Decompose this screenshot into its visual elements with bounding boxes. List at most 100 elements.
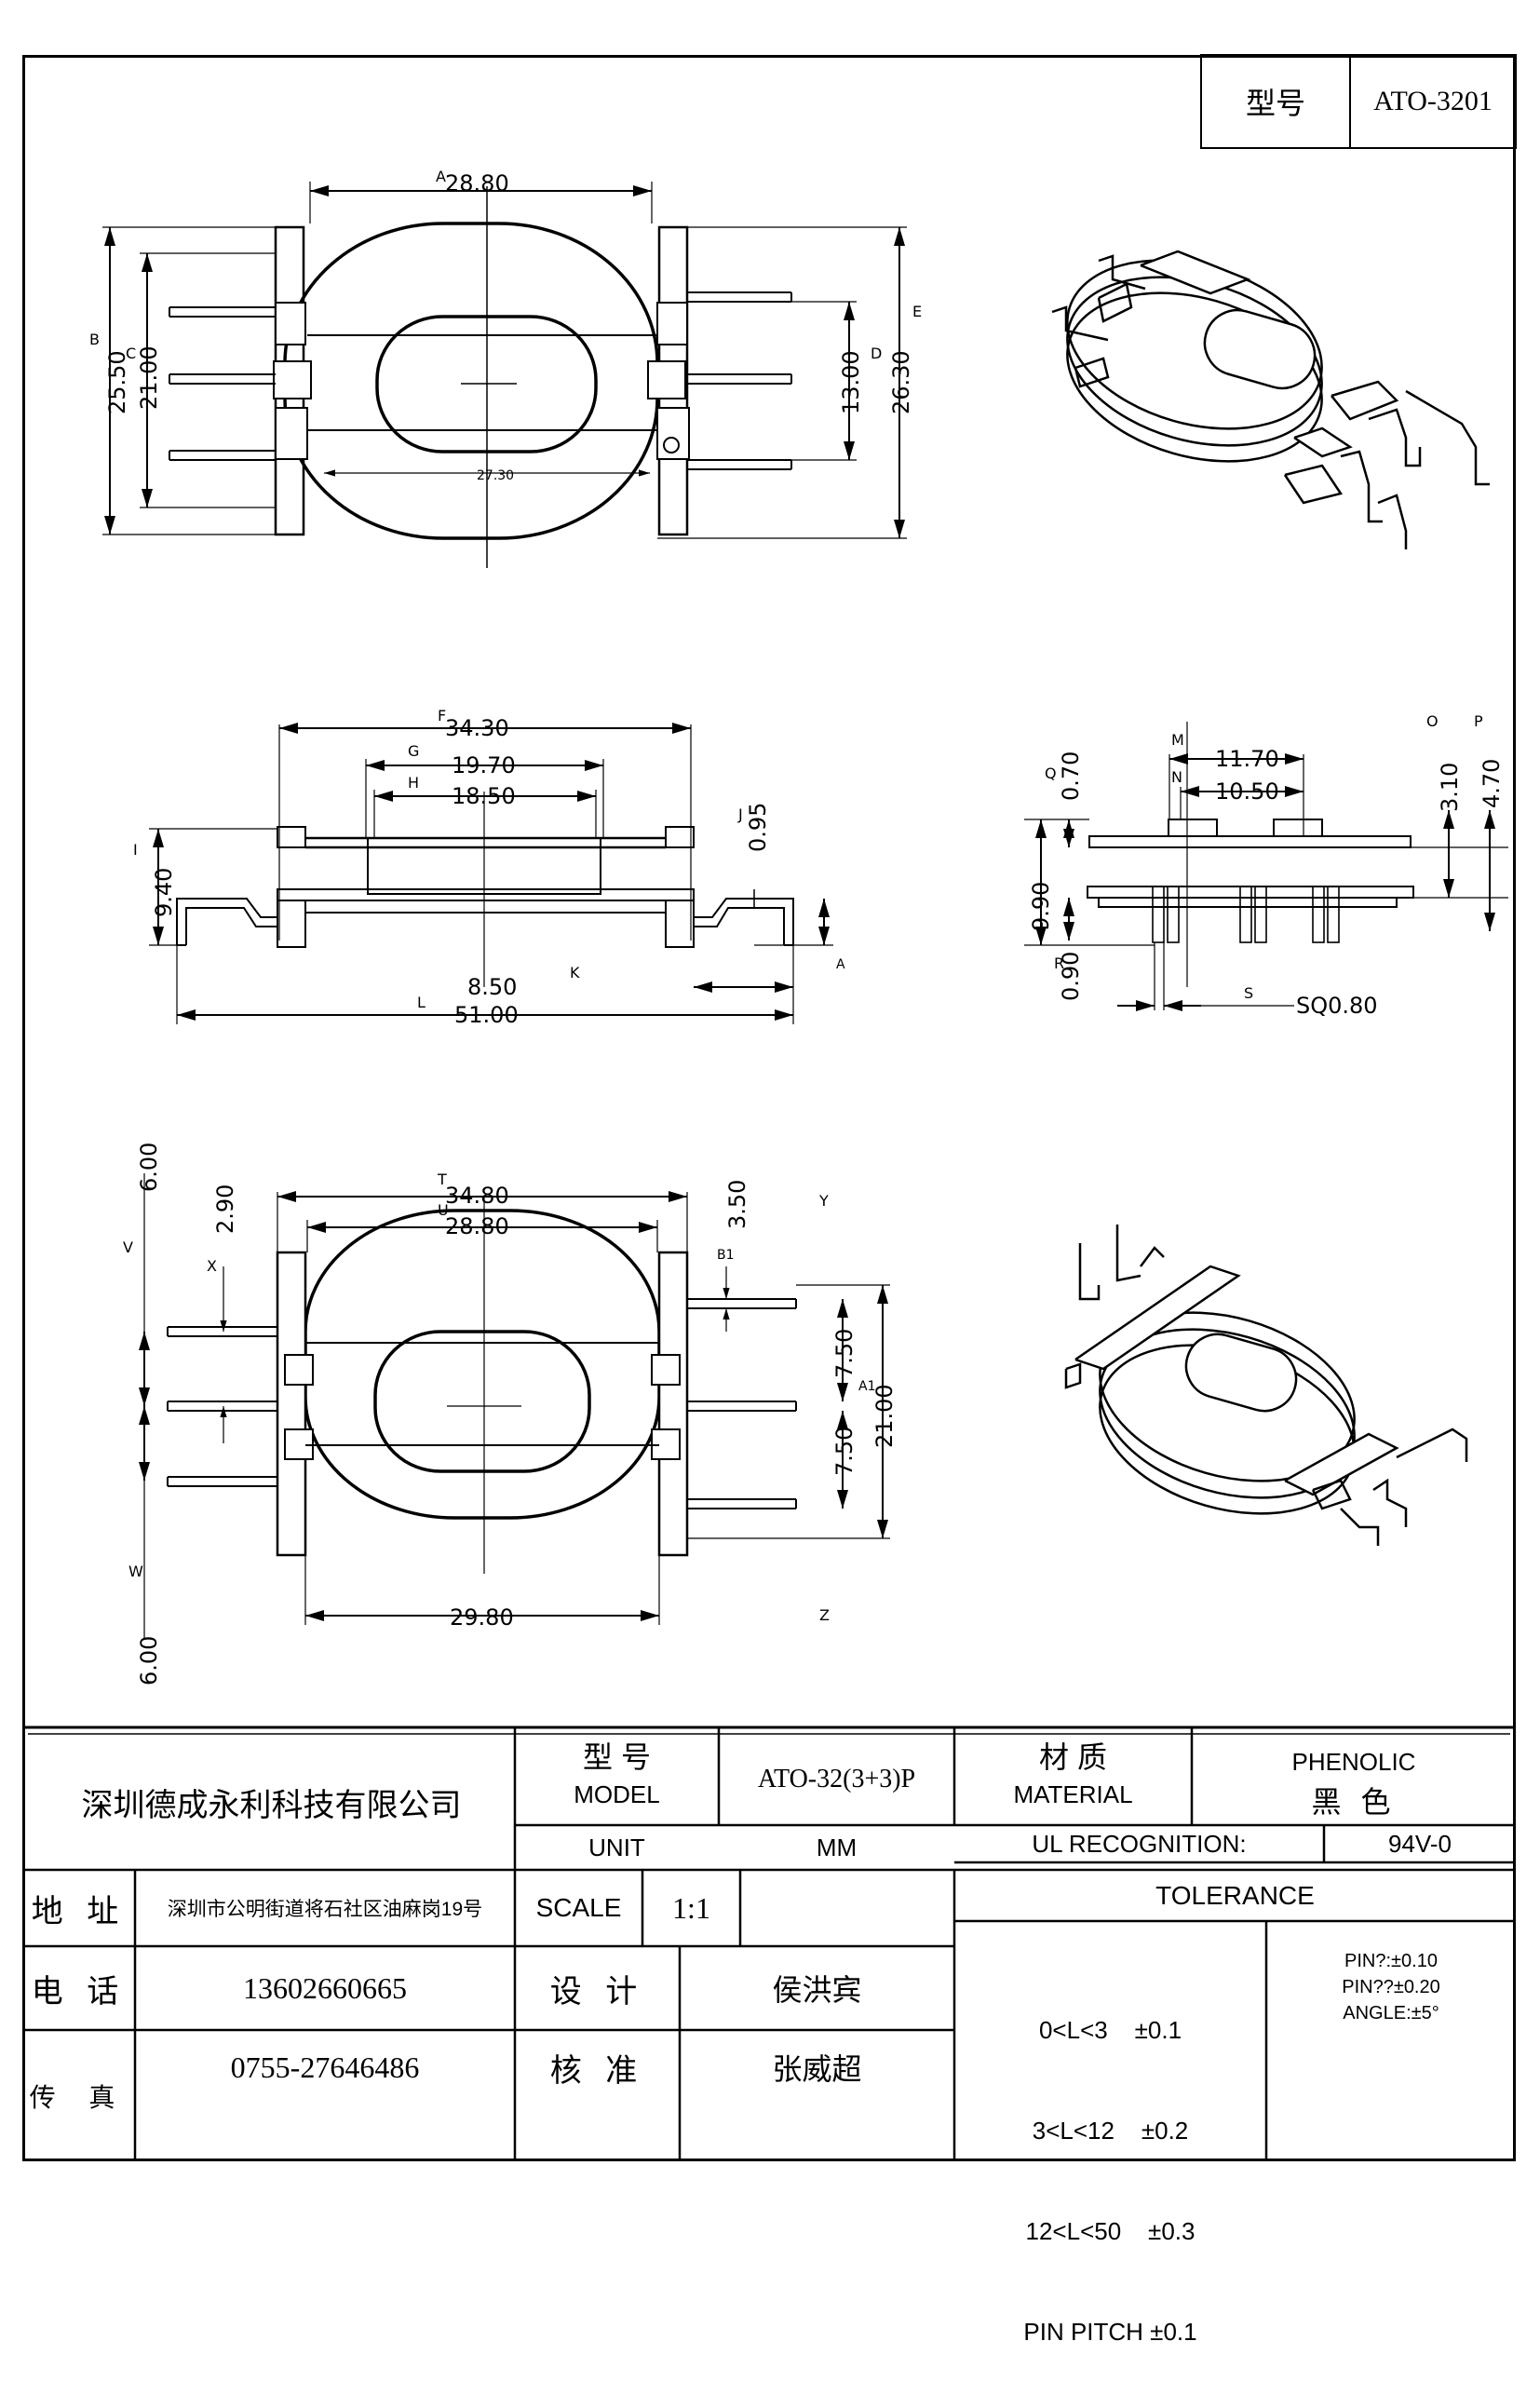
model-header-box (1200, 54, 1517, 149)
dim-front-g: 19.70 (452, 752, 516, 778)
title-block-grid (22, 1726, 1516, 2161)
dim-front-h: 18.50 (452, 783, 516, 809)
dim-front-k: 8.50 (467, 974, 517, 1000)
pin-tolerance: PIN?:±0.10 PIN??±0.20 ANGLE:±5° (1266, 1948, 1516, 2026)
dim-bottom-w: 6.00 (136, 1636, 162, 1685)
model-value: ATO-32(3+3)P (757, 1765, 916, 1793)
dim-front-h-marker: H (408, 774, 419, 792)
approve-label: 核 准 (549, 2052, 645, 2089)
ul-label: UL RECOGNITION: (1032, 1829, 1247, 1858)
dim-side-m-marker: M (1171, 731, 1184, 749)
dim-top-inner: 27.30 (477, 468, 514, 483)
pin-tolerance-3: ANGLE:±5° (1343, 2003, 1439, 2023)
side-view (1024, 722, 1508, 1011)
material-en-label: MATERIAL (1013, 1780, 1133, 1808)
dim-bottom-y: 3.50 (724, 1180, 750, 1229)
tolerance-line-1: 0<L<3 ±0.1 (1038, 2016, 1182, 2044)
dim-bottom-v-marker: V (123, 1238, 133, 1256)
dim-top-e: 26.30 (888, 350, 914, 414)
dim-top-d-marker: D (871, 345, 882, 362)
address-label: 地 址 (31, 1893, 127, 1929)
dim-side-r: 0.90 (1058, 952, 1084, 1001)
dim-bottom-y-marker: Y (818, 1192, 829, 1210)
dim-bottom-z: 29.80 (450, 1604, 514, 1631)
pin-tolerance-2: PIN??±0.20 (1342, 1977, 1440, 1997)
top-view (102, 182, 907, 568)
dim-bottom-v: 6.00 (136, 1143, 162, 1192)
dim-side-o: 3.10 (1437, 763, 1463, 812)
dim-side-p: 4.70 (1479, 759, 1505, 808)
header-model-value: ATO-3201 (1373, 86, 1493, 116)
material-color: 黑 色 (1311, 1784, 1397, 1819)
dim-bottom-x: 2.90 (212, 1184, 238, 1234)
address-value: 深圳市公明街道将石社区油麻岗19号 (167, 1899, 483, 1920)
dim-bottom-w-marker: W (128, 1563, 143, 1580)
isometric-view-top (1051, 250, 1490, 549)
tolerance-line-4: PIN PITCH ±0.1 (1023, 2318, 1197, 2346)
dim-front-l: 51.00 (454, 1002, 519, 1028)
dim-side-q-marker: Q (1045, 765, 1057, 782)
approve-value: 张威超 (772, 2052, 862, 2086)
dim-side-s: SQ0.80 (1296, 993, 1378, 1019)
dim-bottom-p1: 7.50 (831, 1329, 858, 1378)
drawing-frame (22, 55, 1516, 2161)
dim-top-e-marker: E (912, 303, 922, 320)
dim-bottom-a1-marker: A1 (858, 1379, 875, 1394)
dim-front-j: 0.95 (745, 803, 771, 852)
dim-side-q: 0.70 (1058, 751, 1084, 801)
unit-label: UNIT (588, 1833, 645, 1861)
dim-front-a-side: A (836, 957, 845, 972)
dim-bottom-t: 34.80 (445, 1183, 509, 1209)
dim-side-p-marker: P (1474, 712, 1483, 730)
dim-front-k-marker: K (570, 964, 580, 981)
dim-top-a: 28.80 (445, 170, 509, 196)
material-cn-label: 材 质 (1039, 1739, 1107, 1774)
dim-bottom-x-marker: X (207, 1257, 217, 1275)
header-model-label: 型号 (1245, 87, 1305, 120)
scale-label: SCALE (535, 1893, 622, 1922)
tolerance-table: 0<L<3 ±0.1 3<L<12 ±0.2 12<L<50 ±0.3 PIN … (954, 1946, 1266, 2382)
tolerance-label: TOLERANCE (1155, 1880, 1315, 1910)
dim-top-a-marker: A (436, 168, 446, 185)
material-value: PHENOLIC (1291, 1747, 1416, 1776)
dim-top-b: 25.50 (104, 350, 130, 414)
dim-top-c-marker: C (126, 345, 136, 362)
dim-bottom-t-marker: T (437, 1171, 447, 1188)
scale-value: 1:1 (672, 1890, 710, 1925)
dim-side-m: 11.70 (1215, 746, 1279, 772)
technical-drawing: A 28.80 27.30 B C D E 25.50 21.00 13.00 … (22, 54, 1517, 2161)
dim-side-s-marker: S (1244, 984, 1253, 1002)
dim-front-g-marker: G (408, 742, 419, 760)
dim-front-f-marker: F (438, 707, 446, 724)
dim-front-i-marker: I (133, 841, 138, 859)
dim-side-n-marker: N (1171, 768, 1182, 786)
dim-front-l-marker: L (417, 994, 426, 1011)
dim-top-c: 21.00 (136, 345, 162, 410)
dim-bottom-b1-marker: B1 (717, 1248, 735, 1263)
dim-bottom-total: 21.00 (871, 1384, 898, 1448)
dim-bottom-u: 28.80 (445, 1213, 509, 1239)
ul-value: 94V-0 (1388, 1829, 1452, 1858)
dim-side-o-marker: O (1426, 712, 1439, 730)
tolerance-line-2: 3<L<12 ±0.2 (1032, 2117, 1189, 2145)
dim-side-h: 9.90 (1028, 882, 1054, 931)
design-label: 设 计 (549, 1973, 645, 2010)
dim-front-f: 34.30 (445, 715, 509, 741)
dim-side-n: 10.50 (1215, 778, 1279, 805)
dim-top-d: 13.00 (838, 350, 864, 414)
unit-value: MM (816, 1833, 858, 1861)
isometric-view-bottom (1064, 1225, 1468, 1546)
fax-value: 0755-27646486 (230, 2050, 420, 2084)
dim-front-i: 9.40 (151, 868, 177, 917)
dim-bottom-p2: 7.50 (831, 1427, 858, 1476)
company-name: 深圳德成永利科技有限公司 (81, 1787, 462, 1823)
dim-bottom-z-marker: Z (819, 1606, 830, 1624)
dim-side-r-marker: R (1054, 954, 1064, 972)
fax-label: 传 真 (29, 2082, 128, 2112)
design-value: 侯洪宾 (772, 1973, 862, 2007)
front-view (149, 723, 833, 1024)
phone-label: 电 话 (31, 1973, 127, 2010)
dim-top-b-marker: B (89, 331, 100, 348)
dim-bottom-u-marker: U (438, 1201, 449, 1219)
model-cn-label: 型 号 (583, 1739, 651, 1774)
